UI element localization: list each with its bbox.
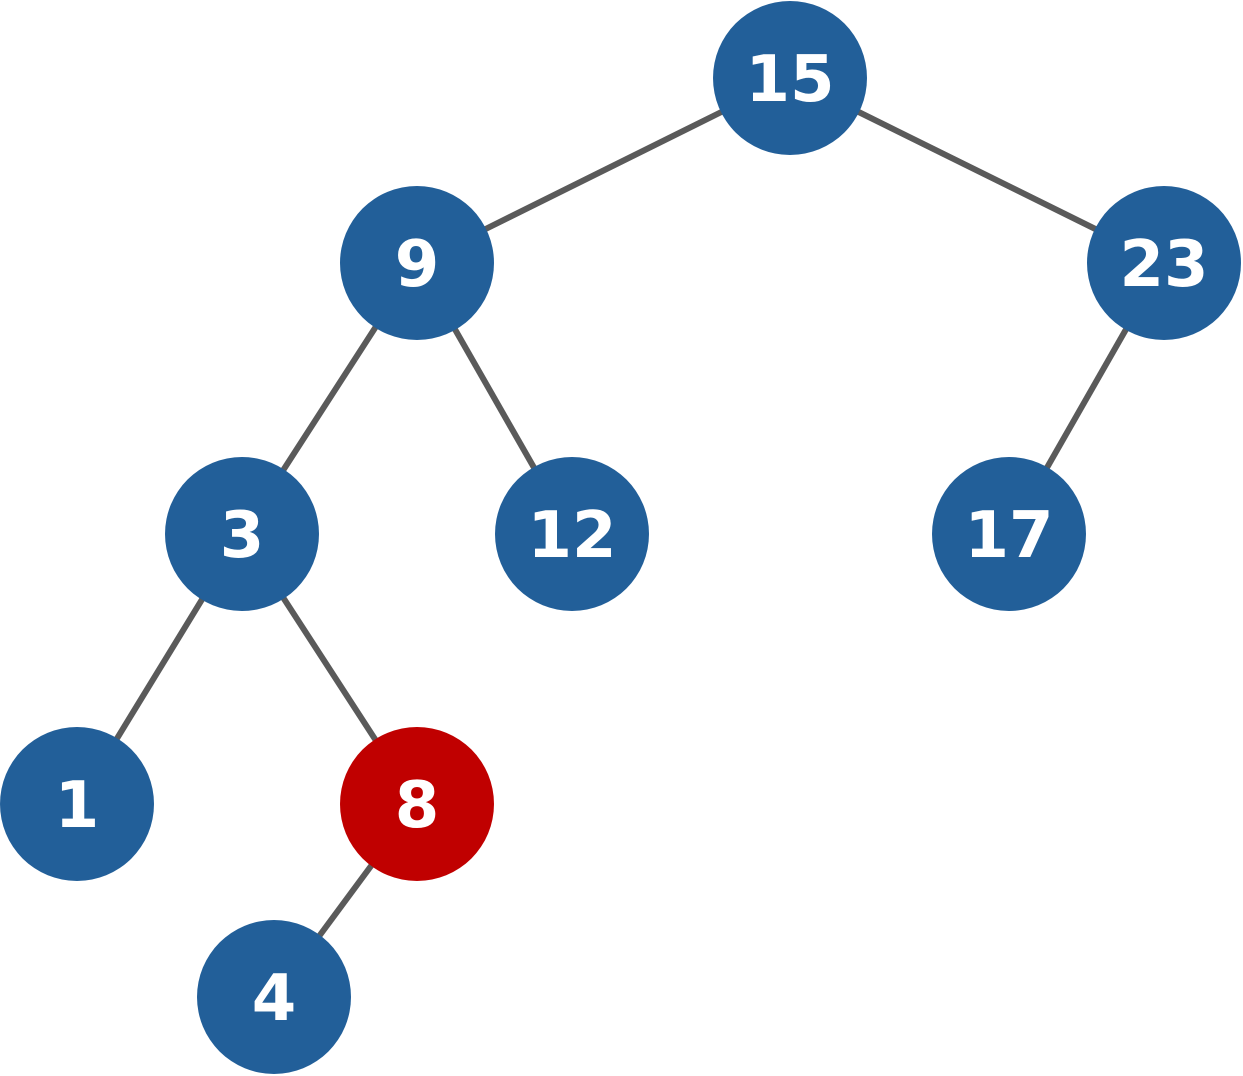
tree-node-17: 17 xyxy=(932,457,1086,611)
tree-edges xyxy=(111,106,1132,942)
edge-n9-n12 xyxy=(449,323,540,474)
node-label: 1 xyxy=(55,769,100,843)
highlighted-node-circle xyxy=(340,727,494,881)
edge-n3-n1 xyxy=(111,593,208,745)
node-label: 15 xyxy=(745,43,834,117)
node-label: 17 xyxy=(964,499,1053,573)
tree-node-4: 4 xyxy=(197,920,351,1074)
tree-node-1: 1 xyxy=(0,727,154,881)
node-label: 9 xyxy=(395,228,440,302)
tree-node-3: 3 xyxy=(165,457,319,611)
tree-node-8: 8 xyxy=(340,727,494,881)
node-circle xyxy=(165,457,319,611)
edge-n8-n4 xyxy=(313,859,378,942)
node-label: 23 xyxy=(1119,228,1208,302)
node-circle xyxy=(0,727,154,881)
node-circle xyxy=(495,457,649,611)
edge-n3-n8 xyxy=(278,591,381,747)
edge-n15-n23 xyxy=(852,106,1102,235)
edge-n15-n9 xyxy=(479,106,728,235)
edge-n9-n3 xyxy=(277,320,382,477)
node-label: 4 xyxy=(252,962,297,1036)
tree-node-23: 23 xyxy=(1087,186,1241,340)
edge-n23-n17 xyxy=(1041,323,1132,474)
node-label: 12 xyxy=(527,499,616,573)
tree-node-12: 12 xyxy=(495,457,649,611)
node-circle xyxy=(340,186,494,340)
tree-node-9: 9 xyxy=(340,186,494,340)
node-circle xyxy=(713,1,867,155)
node-circle xyxy=(932,457,1086,611)
tree-node-15: 15 xyxy=(713,1,867,155)
node-circle xyxy=(197,920,351,1074)
node-circle xyxy=(1087,186,1241,340)
node-label: 8 xyxy=(395,769,440,843)
node-label: 3 xyxy=(220,499,265,573)
